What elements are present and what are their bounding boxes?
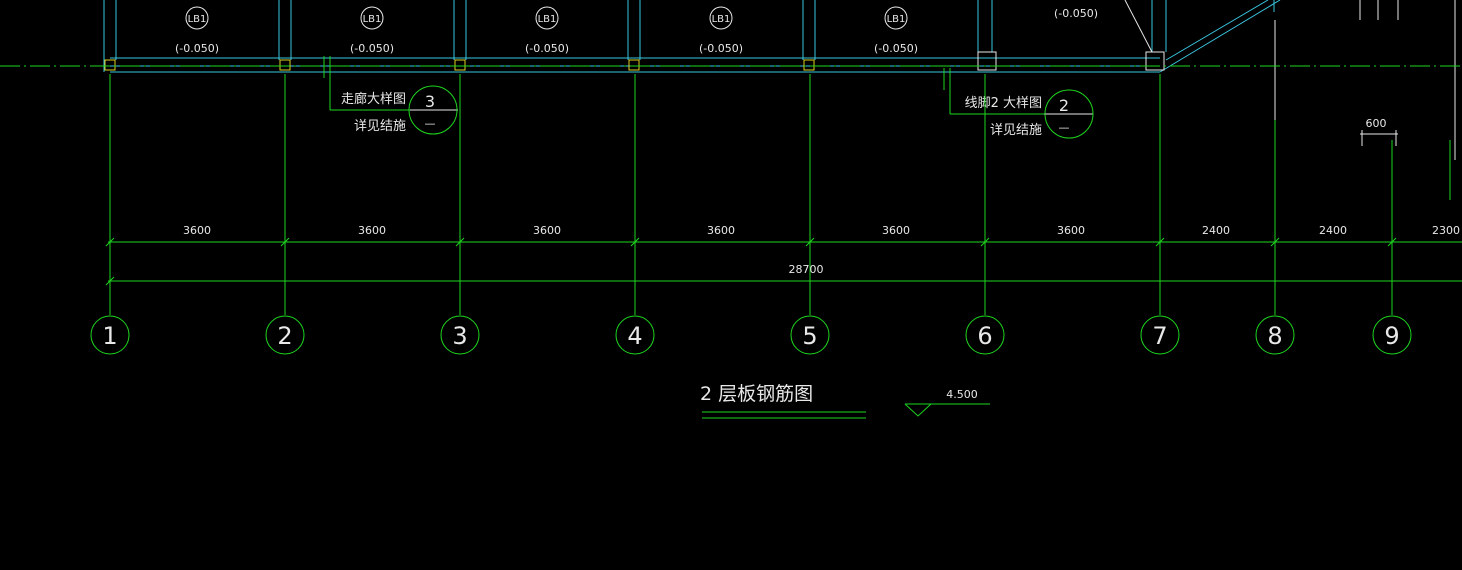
svg-text:LB1: LB1 xyxy=(538,14,557,25)
axis-label: 6 xyxy=(977,322,992,350)
svg-text:2 层板钢筋图: 2 层板钢筋图 xyxy=(700,383,813,405)
axis-bubbles xyxy=(90,315,1412,355)
svg-text:详见结施: 详见结施 xyxy=(354,119,406,134)
svg-text:3: 3 xyxy=(425,92,435,111)
slab-tag: LB1 (-0.050) xyxy=(350,6,394,55)
slab-tag: LB1 (-0.050) xyxy=(699,6,743,55)
svg-text:详见结施: 详见结施 xyxy=(990,123,1042,138)
axis-label: 2 xyxy=(277,322,292,350)
svg-text:LB1: LB1 xyxy=(712,14,731,25)
dim-label: 2300 xyxy=(1432,224,1460,237)
dim-ticks xyxy=(105,237,1397,286)
axis-label: 1 xyxy=(102,322,117,350)
total-dim-label: 28700 xyxy=(789,263,824,276)
dim-label: 3600 xyxy=(533,224,561,237)
svg-text:(-0.050): (-0.050) xyxy=(525,42,569,55)
dimension-labels: 3600 3600 3600 3600 3600 3600 2400 2400 … xyxy=(183,224,1460,276)
dim-label: 3600 xyxy=(358,224,386,237)
svg-text:(-0.050): (-0.050) xyxy=(350,42,394,55)
dim-label: 2400 xyxy=(1202,224,1230,237)
svg-text:LB1: LB1 xyxy=(363,14,382,25)
dim-label: 3600 xyxy=(1057,224,1085,237)
svg-text:(-0.050): (-0.050) xyxy=(699,42,743,55)
elevation-mark: 4.500 xyxy=(904,388,990,417)
axis-label: 8 xyxy=(1267,322,1282,350)
slab-tag: LB1 (-0.050) xyxy=(874,6,918,55)
grid-lines xyxy=(108,74,1462,315)
drawing-title: 2 层板钢筋图 xyxy=(700,383,866,419)
dim-label: 3600 xyxy=(707,224,735,237)
dim-label: 2400 xyxy=(1319,224,1347,237)
axis-label: 5 xyxy=(802,322,817,350)
axis-label: 3 xyxy=(452,322,467,350)
slab-tags: LB1 (-0.050) LB1 (-0.050) LB1 (-0.050) L… xyxy=(175,6,1098,55)
svg-text:LB1: LB1 xyxy=(188,14,207,25)
svg-text:LB1: LB1 xyxy=(887,14,906,25)
svg-text:(-0.050): (-0.050) xyxy=(175,42,219,55)
svg-text:线脚2 大样图: 线脚2 大样图 xyxy=(965,95,1042,111)
callout-corridor: 走廊大样图 详见结施 3 — xyxy=(323,56,458,135)
axis-label: 4 xyxy=(627,322,642,350)
floor-structure xyxy=(0,0,1462,160)
dim-600: 600 xyxy=(1360,117,1398,146)
svg-text:走廊大样图: 走廊大样图 xyxy=(341,91,406,107)
svg-text:—: — xyxy=(425,117,436,130)
slab-level: (-0.050) xyxy=(1054,7,1098,20)
slab-tag: LB1 (-0.050) xyxy=(175,6,219,55)
svg-text:—: — xyxy=(1059,121,1070,134)
callout-molding: 线脚2 大样图 详见结施 2 — xyxy=(943,68,1094,139)
axis-label: 9 xyxy=(1384,322,1399,350)
svg-text:2: 2 xyxy=(1059,96,1069,115)
axis-label: 7 xyxy=(1152,322,1167,350)
axis-labels: 1 2 3 4 5 6 7 8 9 xyxy=(102,322,1399,350)
slab-tag: LB1 (-0.050) xyxy=(525,6,569,55)
svg-text:(-0.050): (-0.050) xyxy=(874,42,918,55)
dim-label: 3600 xyxy=(183,224,211,237)
svg-text:600: 600 xyxy=(1366,117,1387,130)
svg-text:4.500: 4.500 xyxy=(946,388,978,401)
dim-label: 3600 xyxy=(882,224,910,237)
